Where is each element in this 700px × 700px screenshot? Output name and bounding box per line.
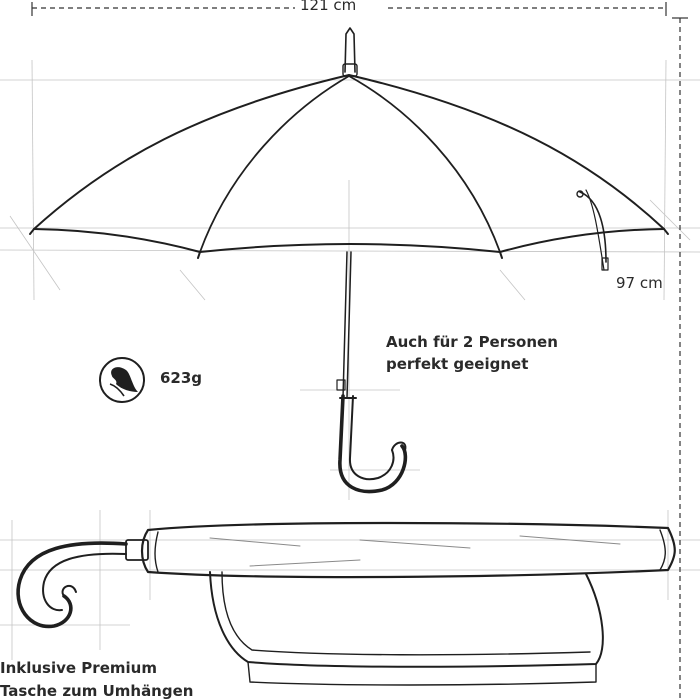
- construction-lines: [0, 59, 700, 660]
- width-dimension-label: 121 cm: [300, 0, 357, 14]
- bag-caption: Inklusive Premium Tasche zum Umhängen: [0, 657, 193, 700]
- weight-label: 623g: [160, 369, 203, 387]
- capacity-caption-line1: Auch für 2 Personen: [386, 333, 558, 351]
- capacity-caption-line2: perfekt geeignet: [386, 355, 529, 373]
- feather-weight-icon: [99, 357, 145, 403]
- height-dimension-line: [672, 17, 688, 700]
- closed-umbrella-in-bag: [16, 521, 676, 686]
- height-dimension-label: 97 cm: [616, 274, 663, 292]
- capacity-caption: Auch für 2 Personen perfekt geeignet: [386, 331, 558, 375]
- width-dimension-line: [31, 2, 667, 16]
- open-umbrella: [29, 27, 669, 494]
- bag-caption-line1: Inklusive Premium: [0, 659, 157, 677]
- bag-caption-line2: Tasche zum Umhängen: [0, 682, 194, 700]
